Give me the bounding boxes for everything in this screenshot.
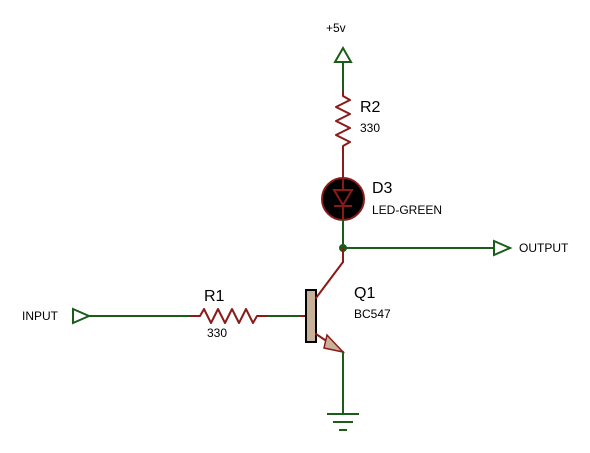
ground-icon: [327, 413, 359, 431]
transistor-q1-body: [305, 289, 317, 343]
emitter-arrow-icon: [323, 333, 346, 354]
led-d3-value: LED-GREEN: [372, 203, 442, 217]
transistor-q1-ref: Q1: [354, 285, 375, 302]
power-terminal-5v[interactable]: +5v: [326, 21, 353, 93]
transistor-collector: [315, 261, 344, 299]
output-arrow-icon: [493, 239, 513, 257]
resistor-r2-ref: R2: [360, 99, 381, 116]
resistor-r1-zigzag: [189, 308, 269, 324]
power-label: +5v: [326, 21, 346, 35]
output-terminal[interactable]: OUTPUT: [342, 239, 569, 257]
led-d3[interactable]: D3 LED-GREEN: [321, 177, 442, 221]
resistor-r1-value: 330: [207, 326, 227, 340]
transistor-q1-value: BC547: [354, 307, 391, 321]
transistor-q1[interactable]: Q1 BC547: [299, 261, 391, 354]
led-d3-ref: D3: [372, 180, 393, 197]
input-label: INPUT: [22, 309, 59, 323]
input-terminal[interactable]: INPUT: [22, 307, 191, 325]
resistor-r2-value: 330: [360, 121, 380, 135]
resistor-r2[interactable]: R2 330: [335, 91, 381, 151]
output-label: OUTPUT: [519, 241, 569, 255]
power-arrow-icon: [333, 45, 353, 63]
resistor-r1[interactable]: R1 330: [189, 288, 269, 340]
resistor-r1-ref: R1: [204, 288, 225, 305]
resistor-r2-zigzag: [335, 91, 351, 151]
input-arrow-icon: [72, 307, 92, 325]
led-diode-icon: [332, 189, 354, 207]
